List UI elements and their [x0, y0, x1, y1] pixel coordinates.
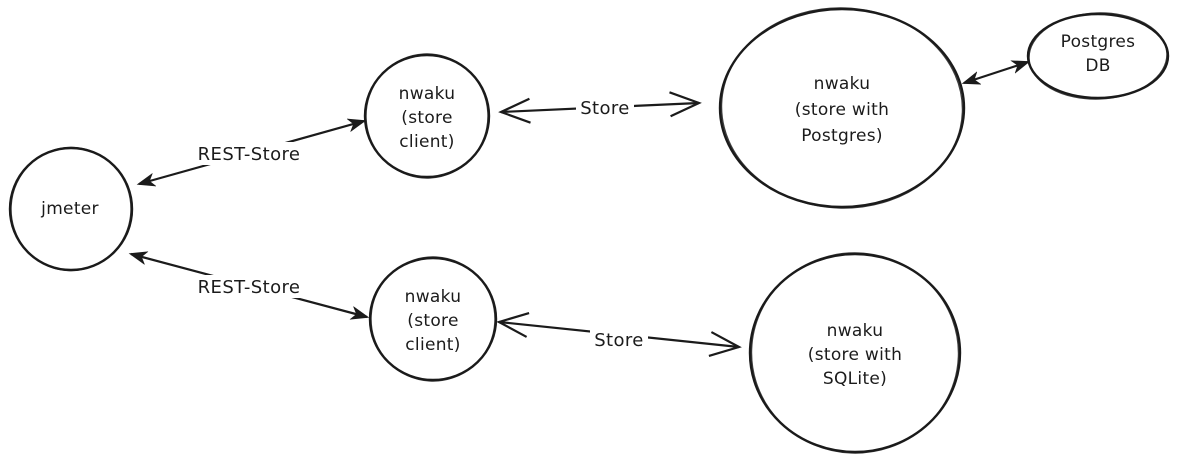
store-postgres-label-line2: (store with [795, 100, 889, 120]
postgres-db-label-line2: DB [1085, 56, 1110, 76]
edge-label-mask [576, 96, 634, 118]
edge-label-rest-store-top: REST-Store [198, 144, 301, 165]
store-sqlite-label-line1: nwaku [827, 321, 884, 341]
node-postgres-db: Postgres DB [1026, 12, 1170, 100]
edge-rest-store-bottom: REST-Store [131, 254, 367, 317]
node-store-postgres: nwaku (store with Postgres) [718, 7, 966, 209]
store-client-bottom-circle [368, 256, 498, 382]
store-sqlite-circle-sketch [750, 252, 960, 454]
edge-postgres-db-link [964, 62, 1028, 83]
edge-label-mask [185, 275, 313, 298]
edge-store-bottom: Store [496, 312, 742, 357]
node-store-sqlite: nwaku (store with SQLite) [748, 252, 962, 454]
edge-rest-store-top: REST-Store [139, 121, 364, 184]
jmeter-circle-sketch [10, 146, 132, 272]
postgres-db-ellipse-sketch [1028, 12, 1168, 100]
edge-label-rest-store-bottom: REST-Store [198, 277, 301, 298]
edge-label-mask [185, 142, 313, 165]
store-client-bottom-circle-sketch [370, 256, 496, 382]
store-sqlite-label-line2: (store with [808, 345, 902, 365]
jmeter-label: jmeter [40, 199, 99, 219]
node-store-client-bottom: nwaku (store client) [368, 256, 498, 382]
node-store-client-top: nwaku (store client) [363, 53, 491, 179]
edge-label-store-bottom: Store [594, 330, 644, 351]
postgres-db-ellipse [1026, 12, 1170, 100]
node-jmeter: jmeter [8, 146, 134, 272]
store-client-bottom-label-line1: nwaku [405, 287, 462, 307]
store-postgres-circle [718, 7, 966, 209]
store-client-bottom-label-line3: client) [405, 335, 460, 355]
store-client-top-circle [363, 53, 491, 179]
postgres-db-label-line1: Postgres [1061, 32, 1136, 52]
store-sqlite-label-line3: SQLite) [823, 369, 887, 389]
store-client-top-label-line1: nwaku [399, 84, 456, 104]
store-sqlite-circle [748, 252, 962, 454]
store-client-top-label-line2: (store [401, 108, 452, 128]
edge-store-top: Store [498, 91, 702, 124]
store-client-bottom-label-line2: (store [407, 311, 458, 331]
edge-line-postgres-db-link [964, 62, 1028, 83]
edge-label-mask [590, 328, 648, 350]
store-postgres-label-line3: Postgres) [801, 126, 883, 146]
store-postgres-circle-sketch [720, 7, 964, 209]
store-client-top-circle-sketch [365, 53, 489, 179]
store-postgres-label-line1: nwaku [814, 74, 871, 94]
store-client-top-label-line3: client) [399, 132, 454, 152]
edge-label-store-top: Store [580, 98, 630, 119]
